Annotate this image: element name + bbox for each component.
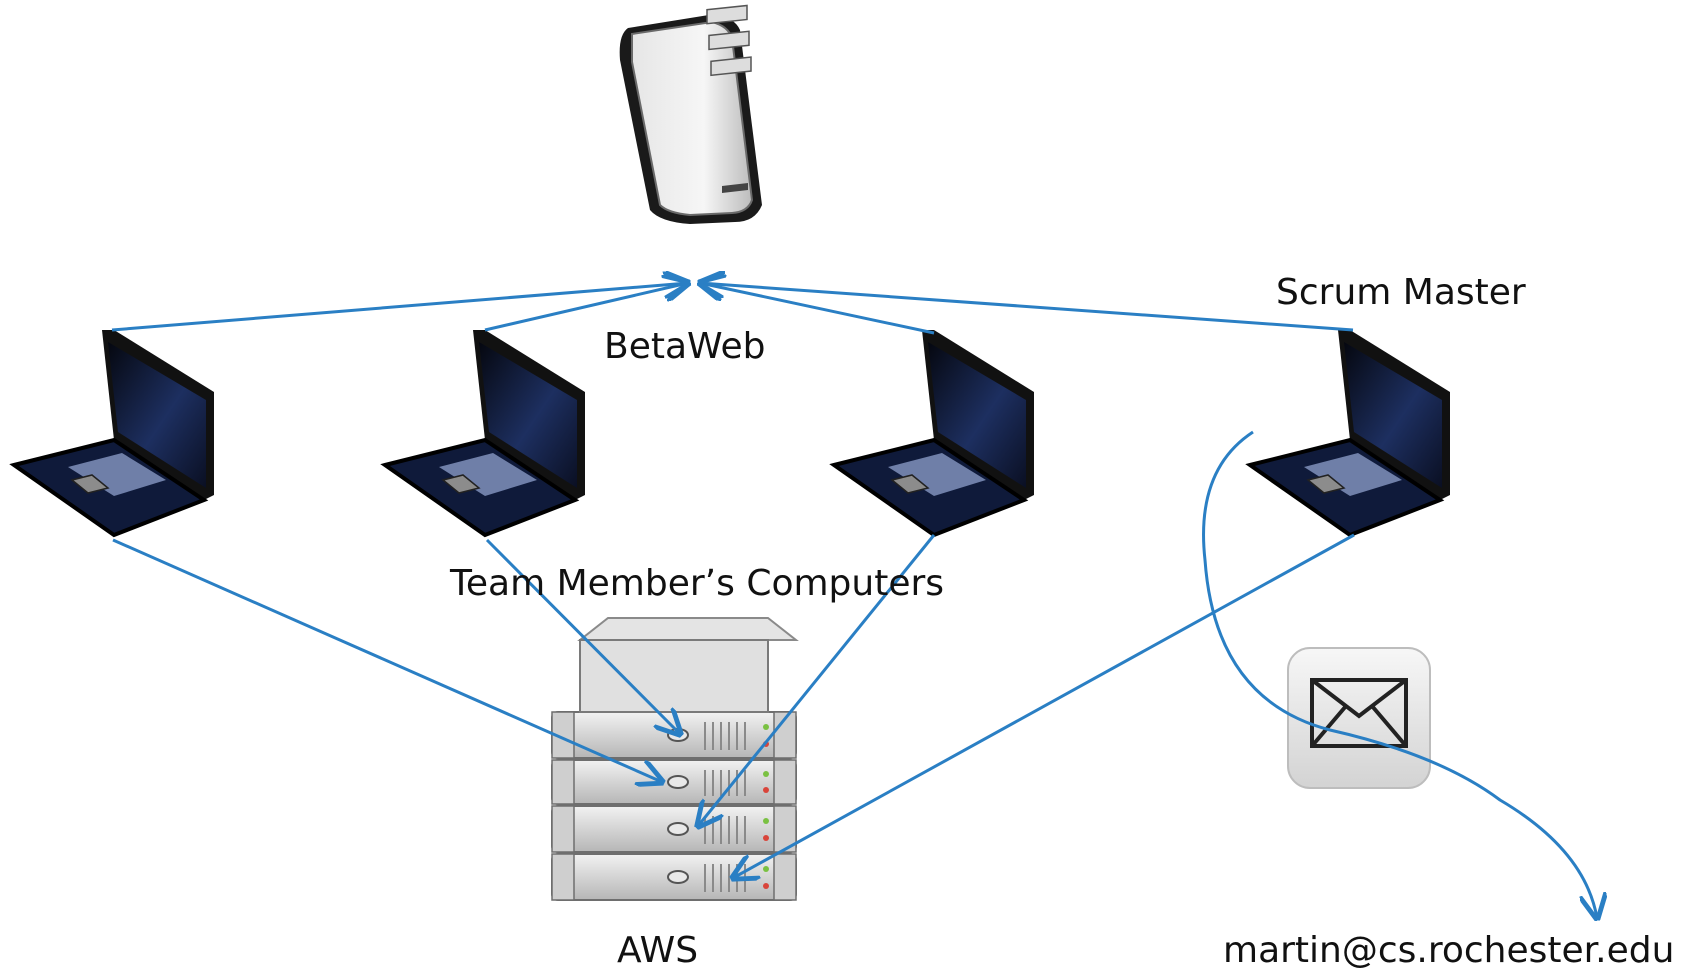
tower-server-icon xyxy=(619,4,762,224)
rack-unit xyxy=(551,759,797,805)
rack-unit xyxy=(551,805,797,853)
edge-scrum-email xyxy=(1202,430,1597,918)
email-label: martin@cs.rochester.edu xyxy=(1223,930,1675,971)
rack-server-stack-icon xyxy=(551,617,799,901)
edge-laptop3-aws xyxy=(698,534,936,826)
edge-laptop3-betaweb xyxy=(700,283,935,335)
laptop-icon xyxy=(829,330,1034,538)
edge-laptop2-aws xyxy=(485,538,680,734)
envelope-icon xyxy=(1287,647,1431,789)
laptop-icon xyxy=(9,330,214,538)
edge-laptop1-aws xyxy=(112,538,662,782)
rack-unit xyxy=(551,853,797,901)
scrum-master-label: Scrum Master xyxy=(1276,272,1526,313)
laptop-icon xyxy=(380,330,585,538)
connections xyxy=(111,283,1597,918)
aws-label: AWS xyxy=(617,930,699,971)
edge-scrum-betaweb xyxy=(700,283,1354,332)
edge-scrum-aws xyxy=(733,533,1355,878)
betaweb-label: BetaWeb xyxy=(604,326,766,367)
team-computers-label: Team Member’s Computers xyxy=(450,563,945,604)
edge-laptop2-betaweb xyxy=(484,283,688,332)
edge-laptop1-betaweb xyxy=(111,283,688,332)
laptop-icon xyxy=(1245,330,1450,538)
